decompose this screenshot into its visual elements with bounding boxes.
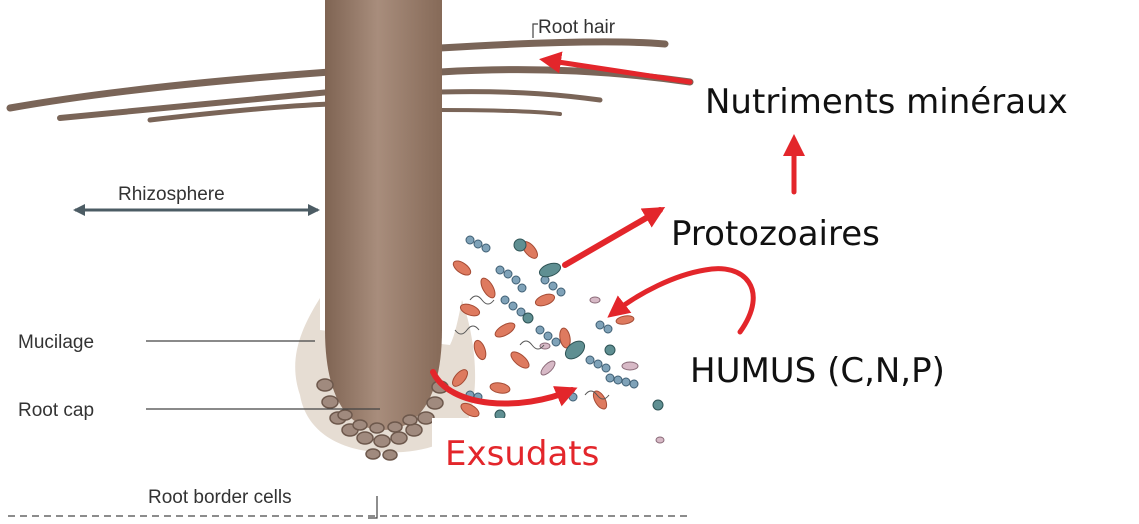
- root: [325, 0, 442, 430]
- exsudats-label: Exsudats: [445, 434, 599, 474]
- root-hair-label: Root hair: [538, 17, 616, 38]
- root-border-cells-label: Root border cells: [148, 487, 292, 508]
- mucilage-label: Mucilage: [18, 332, 94, 353]
- rhizosphere-label: Rhizosphere: [118, 184, 225, 205]
- protozoa: [495, 239, 663, 420]
- nutriments-label: Nutriments minéraux: [705, 82, 1068, 122]
- humus-to-microbes-arrow: [612, 269, 753, 332]
- root-cap-label: Root cap: [18, 400, 94, 421]
- humus-label: HUMUS (C,N,P): [690, 351, 945, 391]
- microbial-community: [450, 236, 664, 448]
- bacteria-chains: [466, 236, 638, 401]
- protozoaires-label: Protozoaires: [671, 214, 880, 254]
- microbes-to-protozoa-arrow: [565, 210, 660, 265]
